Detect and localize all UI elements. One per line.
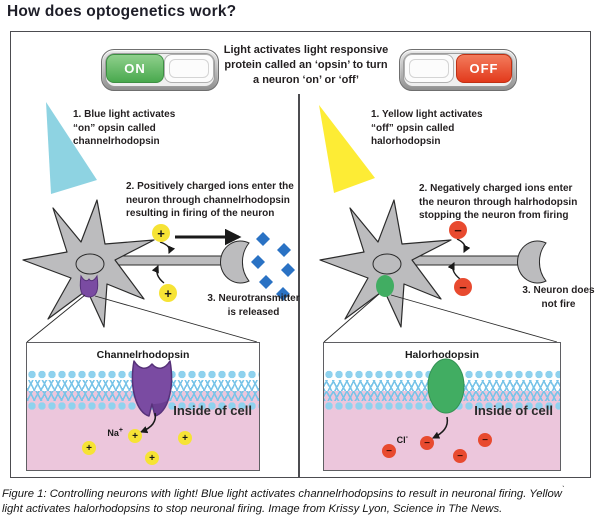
inside-of-cell-label: Inside of cell bbox=[474, 403, 553, 418]
off-switch-label: OFF bbox=[456, 54, 512, 83]
halorhodopsin-inset: Halorhodopsin Inside of cell Cl- − − − − bbox=[323, 342, 561, 471]
ion-flow-arrow bbox=[139, 412, 157, 434]
chloride-ion-label: Cl- bbox=[396, 434, 408, 445]
inset-title-channelrhodopsin: Channelrhodopsin bbox=[96, 349, 190, 361]
channelrhodopsin-inset: Channelrhodopsin Inside of cell Na+ + + … bbox=[26, 342, 260, 471]
ion-flow-arrow bbox=[431, 416, 449, 439]
on-toggle-switch[interactable]: ON bbox=[101, 49, 219, 91]
on-switch-knob bbox=[164, 54, 214, 83]
yellow-light-beam bbox=[319, 105, 375, 193]
header-description-line2: protein called an ‘opsin’ to turn bbox=[224, 59, 388, 71]
panel-divider bbox=[298, 94, 300, 477]
header-description: Light activates light responsive protein… bbox=[214, 43, 398, 88]
negative-ion: − bbox=[420, 436, 434, 450]
neurotransmitter-diamonds bbox=[251, 232, 295, 301]
negative-ion: − bbox=[478, 433, 492, 447]
channelrhodopsin-on-neuron bbox=[79, 274, 99, 298]
negative-ion: − bbox=[454, 278, 472, 296]
left-step2: 2. Positively charged ions enter the neu… bbox=[126, 181, 294, 219]
sodium-ion-label: Na+ bbox=[107, 427, 123, 438]
caption-line1: Figure 1: Controlling neurons with light… bbox=[2, 485, 565, 500]
left-step1: 1. Blue light activates “on” opsin calle… bbox=[73, 109, 176, 147]
page-title: How does optogenetics work? bbox=[7, 3, 237, 20]
negative-ion: − bbox=[449, 221, 467, 239]
header-description-line3: a neuron ‘on’ or ‘off’ bbox=[253, 74, 359, 86]
right-step3: 3. Neuron does not fire bbox=[522, 285, 595, 310]
positive-ion: + bbox=[178, 431, 192, 445]
figure-caption: Figure 1: Controlling neurons with light… bbox=[2, 482, 598, 518]
right-step1: 1. Yellow light activates “off” opsin ca… bbox=[371, 109, 483, 147]
header-description-line1: Light activates light responsive bbox=[223, 44, 389, 56]
channelrhodopsin-protein bbox=[131, 360, 173, 417]
positive-ion: + bbox=[128, 429, 142, 443]
figure-frame: Light activates light responsive protein… bbox=[10, 31, 595, 478]
positive-ion: + bbox=[82, 441, 96, 455]
off-toggle-switch[interactable]: OFF bbox=[399, 49, 517, 91]
positive-ion: + bbox=[152, 224, 170, 242]
inside-of-cell-label: Inside of cell bbox=[173, 403, 252, 418]
positive-ion: + bbox=[159, 284, 177, 302]
caption-line2: light activates halorhodopsins to stop n… bbox=[2, 503, 503, 516]
right-step2: 2. Negatively charged ions enter the neu… bbox=[419, 183, 578, 221]
on-switch-label: ON bbox=[106, 54, 164, 83]
blue-light-beam bbox=[46, 102, 97, 194]
negative-ion: − bbox=[382, 444, 396, 458]
inset-title-halorhodopsin: Halorhodopsin bbox=[404, 349, 480, 361]
negative-ion: − bbox=[453, 449, 467, 463]
halorhodopsin-protein bbox=[427, 358, 465, 414]
off-switch-knob bbox=[404, 54, 454, 83]
positive-ion: + bbox=[145, 451, 159, 465]
left-step3: 3. Neurotransmitter is released bbox=[207, 293, 300, 318]
halorhodopsin-on-neuron bbox=[376, 275, 394, 297]
diagram-shapes bbox=[22, 102, 558, 343]
